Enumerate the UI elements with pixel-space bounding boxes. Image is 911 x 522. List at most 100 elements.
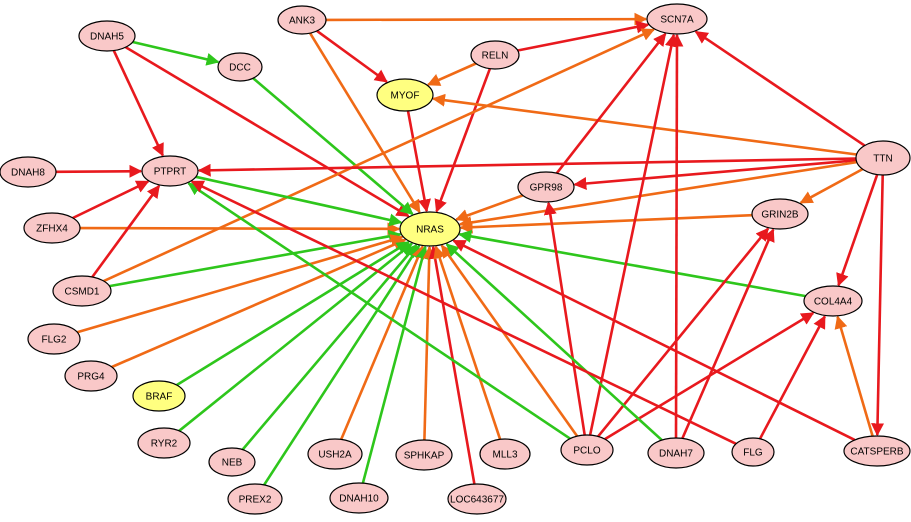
edge-ush2a-to-nras [340, 245, 425, 440]
edge-ryr2-to-nras [178, 242, 413, 432]
edge-mll3-to-nras [433, 245, 502, 440]
edge-dnah7-to-nras [445, 243, 663, 442]
node-label: PCLO [573, 446, 600, 457]
node-ellipse [560, 434, 614, 466]
node-ellipse [132, 380, 186, 412]
edge-pclo-to-grin2b [597, 227, 770, 438]
edge-pclo-to-ptprt [187, 182, 571, 440]
node-label: FLG [743, 448, 763, 459]
edge-pclo-to-scn7a [588, 33, 678, 436]
edge-ttn-to-scn7a [694, 30, 866, 147]
node-mll3[interactable]: MLL3 [479, 438, 531, 470]
edge-prex2-to-nras [263, 244, 421, 486]
edge-dnah5-to-nras [125, 46, 410, 218]
node-label: COL4A4 [814, 297, 853, 308]
edge-reln-to-nras [434, 68, 492, 213]
node-reln[interactable]: RELN [470, 40, 520, 70]
node-col4a4[interactable]: COL4A4 [803, 285, 863, 317]
node-dcc[interactable]: DCC [217, 52, 263, 82]
edge-ttn-to-myof [432, 93, 857, 156]
node-flg2[interactable]: FLG2 [27, 323, 81, 355]
node-ush2a[interactable]: USH2A [307, 438, 363, 470]
edge-reln-to-scn7a [517, 20, 650, 52]
edge-ptprt-to-nras [195, 175, 403, 227]
node-label: PTPRT [154, 167, 187, 178]
node-myof[interactable]: MYOF [376, 78, 434, 112]
node-neb[interactable]: NEB [208, 447, 256, 477]
node-ellipse [277, 5, 327, 35]
node-label: DNAH8 [11, 168, 45, 179]
node-label: ANK3 [289, 16, 316, 27]
node-ellipse [64, 360, 118, 392]
node-ptprt[interactable]: PTPRT [141, 155, 199, 187]
node-flg[interactable]: FLG [731, 437, 775, 467]
edge-ttn-to-ptprt [197, 157, 857, 177]
node-sphkap[interactable]: SPHKAP [395, 439, 453, 471]
edge-reln-to-myof [426, 62, 477, 86]
node-label: MLL3 [492, 450, 517, 461]
node-prg4[interactable]: PRG4 [64, 360, 118, 392]
node-ellipse [307, 438, 363, 470]
node-ank3[interactable]: ANK3 [277, 5, 327, 35]
edge-ttn-to-nras [458, 160, 858, 229]
edge-dcc-to-nras [252, 77, 414, 216]
edge-csmd1-to-nras [109, 229, 402, 288]
node-ellipse [751, 198, 809, 230]
node-label: PREX2 [239, 495, 272, 506]
node-grin2b[interactable]: GRIN2B [751, 198, 809, 230]
node-ellipse [517, 171, 575, 203]
edge-gpr98-to-nras [455, 194, 524, 222]
node-label: TTN [873, 154, 892, 165]
node-label: NEB [222, 458, 243, 469]
node-ryr2[interactable]: RYR2 [137, 427, 191, 459]
node-dnah5[interactable]: DNAH5 [78, 20, 136, 52]
edge-csmd1-to-ptprt [91, 184, 161, 278]
node-ellipse [78, 20, 136, 52]
node-ellipse [855, 140, 911, 176]
node-label: SPHKAP [404, 451, 445, 462]
node-label: GRIN2B [761, 210, 799, 221]
node-catsperb[interactable]: CATSPERB [843, 435, 911, 467]
node-ellipse [23, 212, 81, 244]
edge-ttn-to-col4a4 [836, 174, 879, 287]
node-nras[interactable]: NRAS [399, 211, 461, 247]
edge-dnah8-to-ptprt [55, 164, 143, 178]
edge-ank3-to-nras [308, 32, 421, 214]
node-ellipse [52, 275, 112, 307]
node-dnah10[interactable]: DNAH10 [329, 482, 389, 514]
edge-pclo-to-nras [440, 244, 579, 437]
node-prex2[interactable]: PREX2 [227, 483, 283, 515]
edge-braf-to-nras [176, 240, 410, 387]
node-label: ZFHX4 [36, 224, 68, 235]
node-ellipse [137, 427, 191, 459]
node-label: PRG4 [77, 372, 105, 383]
node-braf[interactable]: BRAF [132, 380, 186, 412]
edge-dnah5-to-ptprt [112, 50, 164, 157]
edge-dnah5-to-dcc [132, 40, 220, 66]
edge-loc643677-to-nras [428, 245, 476, 485]
node-ellipse [217, 52, 263, 82]
node-zfhx4[interactable]: ZFHX4 [23, 212, 81, 244]
edge-ank3-to-scn7a [325, 12, 648, 26]
node-loc643677[interactable]: LOC643677 [447, 483, 507, 515]
node-label: DCC [229, 63, 251, 74]
node-ellipse [447, 483, 507, 515]
node-ellipse [227, 483, 283, 515]
node-ellipse [27, 323, 81, 355]
edge-grin2b-to-nras [459, 213, 753, 234]
node-label: DNAH10 [339, 494, 379, 505]
node-dnah7[interactable]: DNAH7 [647, 437, 705, 469]
edge-dnah10-to-nras [361, 245, 429, 484]
node-label: SCN7A [660, 15, 694, 26]
node-ttn[interactable]: TTN [855, 140, 911, 176]
node-label: CATSPERB [850, 447, 903, 458]
edge-col4a4-to-nras [458, 229, 806, 298]
node-csmd1[interactable]: CSMD1 [52, 275, 112, 307]
node-pclo[interactable]: PCLO [560, 434, 614, 466]
node-scn7a[interactable]: SCN7A [646, 3, 708, 35]
node-label: DNAH7 [659, 449, 693, 460]
node-gpr98[interactable]: GPR98 [517, 171, 575, 203]
edge-dnah7-to-grin2b [681, 228, 775, 439]
node-label: LOC643677 [450, 495, 504, 506]
node-dnah8[interactable]: DNAH8 [0, 156, 57, 188]
